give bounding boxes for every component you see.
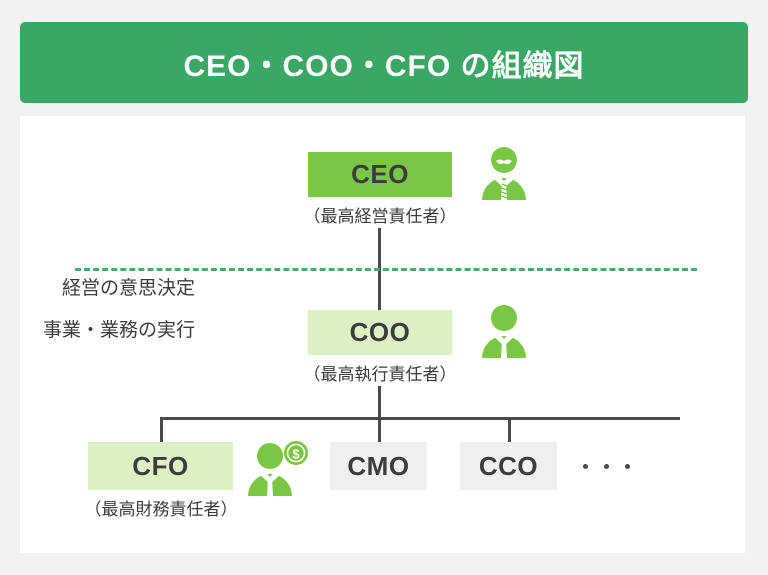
page-title: CEO・COO・CFO の組織図 bbox=[183, 49, 585, 83]
header-banner: CEO・COO・CFO の組織図 bbox=[20, 22, 748, 103]
more-nodes-ellipsis bbox=[583, 464, 630, 469]
node-cfo-caption: （最高財務責任者） bbox=[84, 500, 238, 519]
connector-bus-to-cco bbox=[508, 417, 511, 442]
node-cfo[interactable]: CFO bbox=[88, 442, 233, 490]
ellipsis-dot bbox=[625, 464, 630, 469]
node-ceo-caption: （最高経営責任者） bbox=[303, 207, 457, 226]
ellipsis-dot bbox=[604, 464, 609, 469]
connector-bus-to-cfo bbox=[160, 417, 163, 442]
ceo-row-descriptor: 経営の意思決定 bbox=[61, 278, 195, 299]
diagram-card: 経営の意思決定 CEO （最高経営責任者） 事業・業務の実行 COO （最高執行 bbox=[20, 116, 745, 553]
connector-bus-to-cmo bbox=[378, 417, 381, 442]
executive-avatar-icon bbox=[472, 300, 536, 369]
connector-horizontal-bus bbox=[160, 417, 680, 420]
node-ceo-label: CEO bbox=[351, 159, 409, 189]
node-coo-label: COO bbox=[349, 317, 411, 347]
coo-row-descriptor: 事業・業務の実行 bbox=[42, 320, 195, 341]
connector-coo-to-bus bbox=[378, 386, 381, 419]
node-cco[interactable]: CCO bbox=[460, 442, 557, 490]
node-ceo[interactable]: CEO bbox=[308, 152, 452, 197]
node-cmo-label: CMO bbox=[347, 450, 410, 481]
node-coo[interactable]: COO bbox=[308, 310, 452, 355]
node-cfo-label: CFO bbox=[132, 450, 189, 481]
executive-avatar-money-icon: $ bbox=[240, 436, 312, 505]
node-coo-caption: （最高執行責任者） bbox=[303, 365, 457, 384]
svg-text:$: $ bbox=[292, 447, 300, 462]
node-cco-label: CCO bbox=[478, 450, 539, 481]
executive-avatar-mustache-icon bbox=[472, 142, 536, 211]
ellipsis-dot bbox=[583, 464, 588, 469]
node-cmo[interactable]: CMO bbox=[330, 442, 427, 490]
level-divider bbox=[75, 268, 697, 271]
